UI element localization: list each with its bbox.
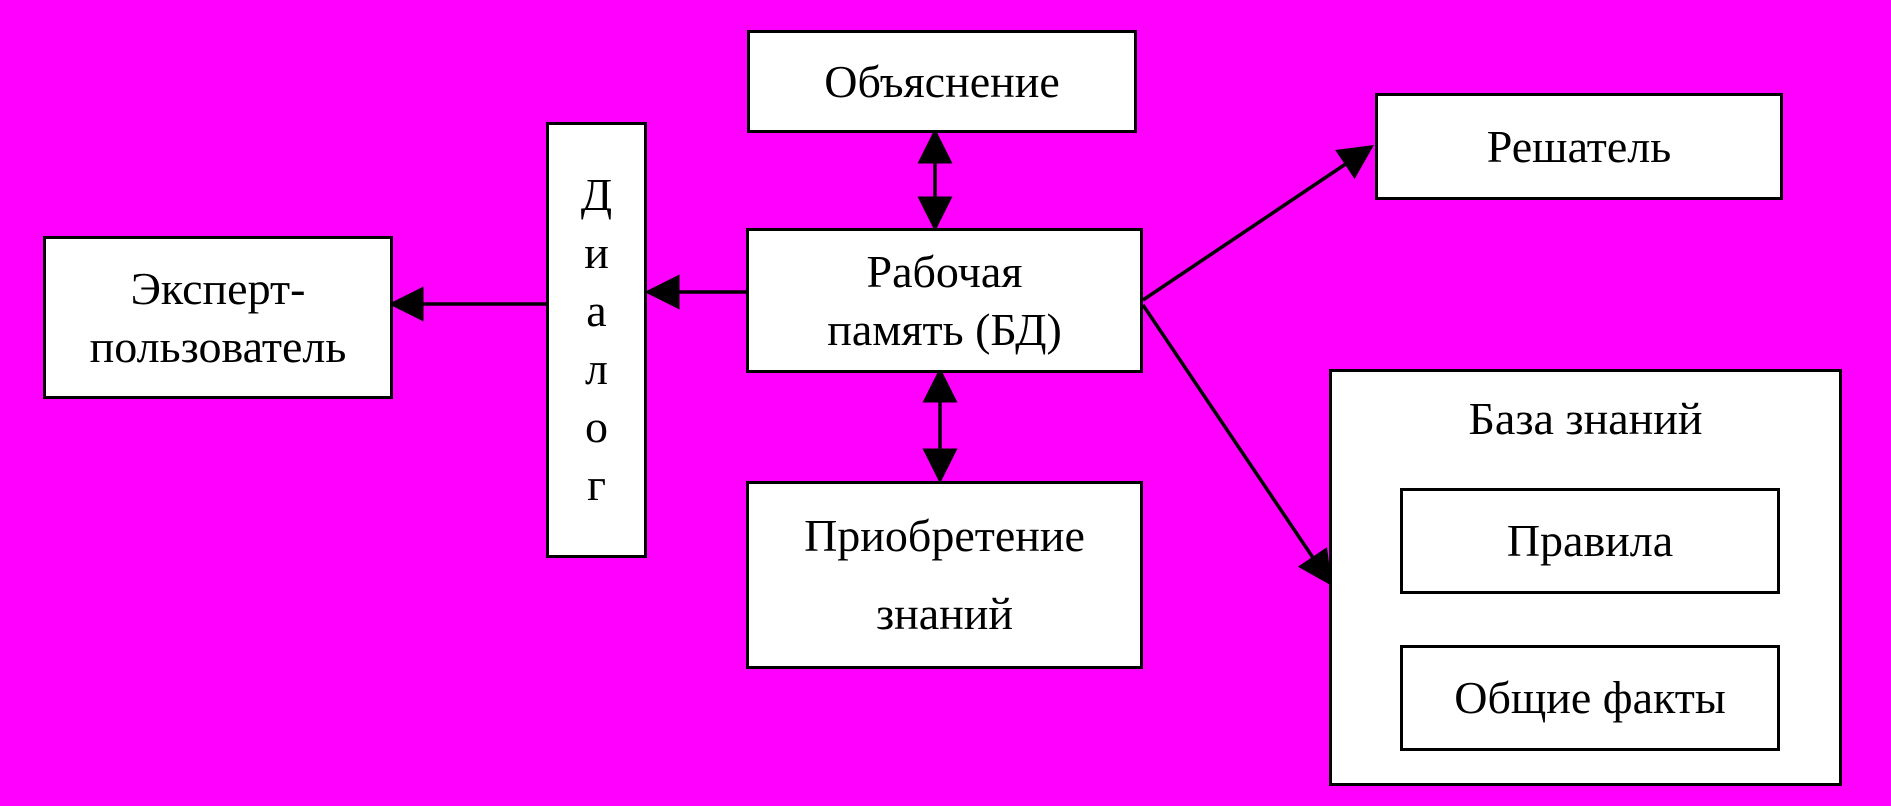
dialog-box: Д и а л о г (546, 122, 647, 558)
dialog-letter: Д (580, 169, 613, 220)
rules-box: Правила (1400, 488, 1780, 594)
working-memory-line-1: Рабочая (866, 246, 1023, 297)
general-facts-box: Общие факты (1400, 645, 1780, 751)
knowledge-acquisition-box: Приобретение знаний (746, 481, 1143, 669)
knowledge-acquisition-line-2: знаний (875, 588, 1014, 639)
dialog-letter: л (585, 343, 608, 394)
knowledge-base-box: База знаний Правила Общие факты (1329, 369, 1842, 786)
rules-label: Правила (1506, 515, 1674, 567)
solver-box: Решатель (1375, 93, 1783, 200)
expert-user-line-2: пользователь (89, 320, 347, 372)
explanation-label: Объяснение (824, 55, 1060, 107)
general-facts-label: Общие факты (1454, 672, 1726, 724)
working-memory-box: Рабочая память (БД) (746, 228, 1143, 373)
edge-memory-knowledge-base (1141, 304, 1332, 586)
expert-user-line-1: Эксперт- (130, 263, 306, 314)
dialog-letter: г (587, 459, 606, 510)
working-memory-line-2: память (БД) (827, 303, 1062, 355)
explanation-box: Объяснение (747, 30, 1137, 133)
dialog-letter: и (584, 227, 609, 278)
edge-memory-solver (1142, 145, 1374, 302)
dialog-letter: о (585, 401, 608, 452)
knowledge-acquisition-line-1: Приобретение (804, 509, 1085, 561)
solver-label: Решатель (1486, 120, 1672, 172)
expert-user-box: Эксперт- пользователь (43, 236, 393, 399)
dialog-letter: а (586, 285, 607, 336)
knowledge-base-title: База знаний (1468, 393, 1703, 444)
